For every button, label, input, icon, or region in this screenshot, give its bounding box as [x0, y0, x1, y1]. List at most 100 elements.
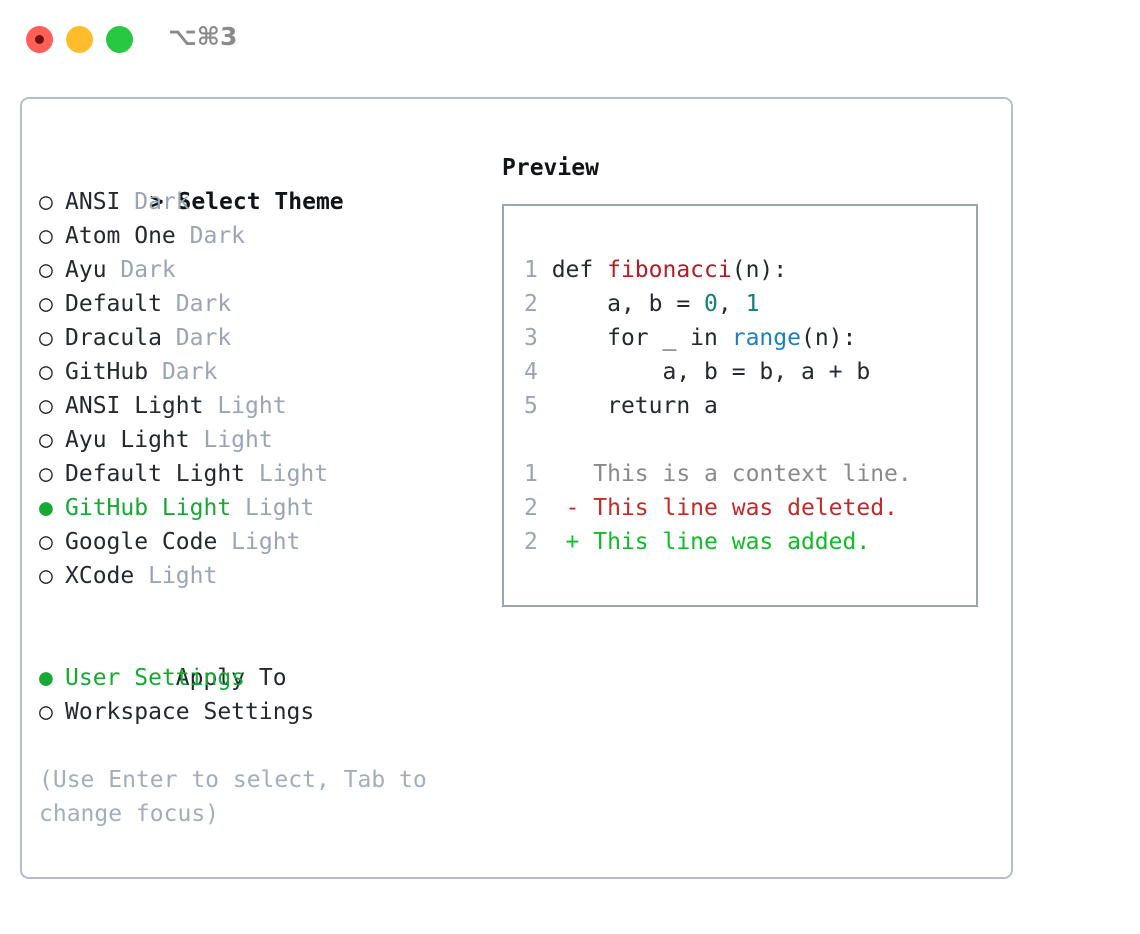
apply-to-item[interactable]: ● User Settings	[39, 661, 489, 695]
maximize-button-icon[interactable]	[106, 26, 133, 53]
diff-marker: -	[565, 495, 594, 521]
theme-variant-badge: Dark	[175, 325, 232, 351]
diff-line: 1 This is a context line.	[524, 457, 968, 491]
theme-variant-badge: Dark	[161, 359, 218, 385]
preview-title: Preview	[502, 155, 599, 181]
radio-selected-icon[interactable]: ●	[39, 495, 67, 521]
theme-list-item[interactable]: ○ ANSI Dark	[39, 185, 489, 219]
theme-list-item[interactable]: ○ GitHub Dark	[39, 355, 489, 389]
theme-name: XCode	[65, 563, 149, 589]
theme-list-item[interactable]: ○ Dracula Dark	[39, 321, 489, 355]
theme-list-item[interactable]: ○ XCode Light	[39, 559, 489, 593]
theme-list-item[interactable]: ○ Default Light Light	[39, 457, 489, 491]
code-line: 1 def fibonacci(n):	[524, 253, 968, 287]
code-line: 5 return a	[524, 389, 968, 423]
theme-variant-badge: Light	[258, 461, 329, 487]
diff-text: This line was deleted.	[593, 495, 898, 521]
diff-text: This line was added.	[593, 529, 871, 555]
theme-list-item[interactable]: ○ Ayu Dark	[39, 253, 489, 287]
apply-to-heading: Apply To	[39, 627, 489, 691]
code-token: a, b = b, a + b	[551, 359, 871, 385]
radio-unselected-icon[interactable]: ○	[39, 291, 67, 317]
theme-name: Atom One	[65, 223, 190, 249]
theme-variant-badge: Light	[217, 393, 287, 419]
radio-unselected-icon[interactable]: ○	[39, 223, 67, 249]
line-number: 2	[524, 291, 552, 317]
apply-to-list: ● User Settings○ Workspace Settings	[39, 661, 489, 729]
theme-name: ANSI Light	[65, 393, 218, 419]
prompt-caret: >	[149, 189, 178, 215]
theme-name: GitHub Light	[65, 495, 246, 521]
select-theme-label: Select Theme	[177, 189, 344, 215]
diff-text: This is a context line.	[593, 461, 912, 487]
apply-to-name: User Settings	[65, 665, 246, 691]
code-token: (n):	[800, 325, 857, 351]
radio-unselected-icon[interactable]: ○	[39, 563, 67, 589]
radio-unselected-icon[interactable]: ○	[39, 393, 67, 419]
radio-unselected-icon[interactable]: ○	[39, 427, 67, 453]
radio-unselected-icon[interactable]: ○	[39, 529, 67, 555]
apply-to-label: Apply To	[175, 665, 287, 691]
radio-unselected-icon[interactable]: ○	[39, 257, 67, 283]
diff-marker: +	[565, 529, 594, 555]
theme-name: Google Code	[65, 529, 232, 555]
diff-line: 2 + This line was added.	[524, 525, 968, 559]
radio-unselected-icon[interactable]: ○	[39, 325, 67, 351]
theme-name: ANSI	[65, 189, 135, 215]
code-token: range	[731, 325, 801, 351]
theme-variant-badge: Light	[203, 427, 273, 453]
line-number: 2	[524, 495, 566, 521]
code-token: for _ in	[551, 325, 732, 351]
diff-marker	[566, 461, 594, 487]
theme-name: Dracula	[65, 325, 176, 351]
theme-list: ○ ANSI Dark○ Atom One Dark○ Ayu Dark○ De…	[39, 185, 489, 593]
line-number: 1	[524, 461, 566, 487]
line-number: 3	[524, 325, 552, 351]
diff-sample: 1 This is a context line.2 - This line w…	[524, 457, 968, 559]
radio-unselected-icon[interactable]: ○	[39, 461, 67, 487]
keyboard-shortcut-label: ⌥⌘3	[168, 22, 238, 51]
keyboard-hint: (Use Enter to select, Tab to change focu…	[39, 767, 427, 827]
minimize-button-icon[interactable]	[66, 26, 93, 53]
theme-variant-badge: Light	[245, 495, 315, 521]
theme-list-item[interactable]: ○ Ayu Light Light	[39, 423, 489, 457]
apply-to-item[interactable]: ○ Workspace Settings	[39, 695, 489, 729]
theme-variant-badge: Dark	[175, 291, 232, 317]
code-token: (n):	[731, 257, 788, 283]
theme-selection-column: > Select Theme ○ ANSI Dark○ Atom One Dar…	[39, 151, 489, 831]
theme-name: Default Light	[65, 461, 259, 487]
theme-name: Ayu Light	[65, 427, 204, 453]
theme-list-item[interactable]: ● GitHub Light Light	[39, 491, 489, 525]
code-token: ,	[717, 291, 746, 317]
apply-to-name: Workspace Settings	[65, 699, 315, 725]
theme-variant-badge: Dark	[120, 257, 176, 283]
diff-line: 2 - This line was deleted.	[524, 491, 968, 525]
close-button-icon[interactable]	[26, 26, 53, 53]
title-bar: ⌥⌘3	[0, 0, 1140, 78]
radio-unselected-icon[interactable]: ○	[39, 189, 67, 215]
theme-variant-badge: Light	[231, 529, 301, 555]
line-number: 4	[524, 359, 552, 385]
main-panel: > Select Theme ○ ANSI Dark○ Atom One Dar…	[20, 97, 1013, 879]
theme-list-item[interactable]: ○ Google Code Light	[39, 525, 489, 559]
line-number: 1	[524, 257, 552, 283]
line-number: 2	[524, 529, 566, 555]
theme-list-item[interactable]: ○ ANSI Light Light	[39, 389, 489, 423]
radio-unselected-icon[interactable]: ○	[39, 359, 67, 385]
theme-list-item[interactable]: ○ Atom One Dark	[39, 219, 489, 253]
code-token: fibonacci	[607, 257, 732, 283]
radio-unselected-icon[interactable]: ○	[39, 699, 67, 725]
line-number: 5	[524, 393, 552, 419]
code-token: def	[551, 257, 608, 283]
window-controls	[26, 26, 133, 53]
code-line: 3 for _ in range(n):	[524, 321, 968, 355]
code-token: a, b =	[551, 291, 705, 317]
theme-name: Default	[65, 291, 176, 317]
radio-selected-icon[interactable]: ●	[39, 665, 67, 691]
select-theme-heading: > Select Theme	[39, 151, 489, 215]
code-line: 4 a, b = b, a + b	[524, 355, 968, 389]
code-token: return a	[551, 393, 718, 419]
theme-list-item[interactable]: ○ Default Dark	[39, 287, 489, 321]
